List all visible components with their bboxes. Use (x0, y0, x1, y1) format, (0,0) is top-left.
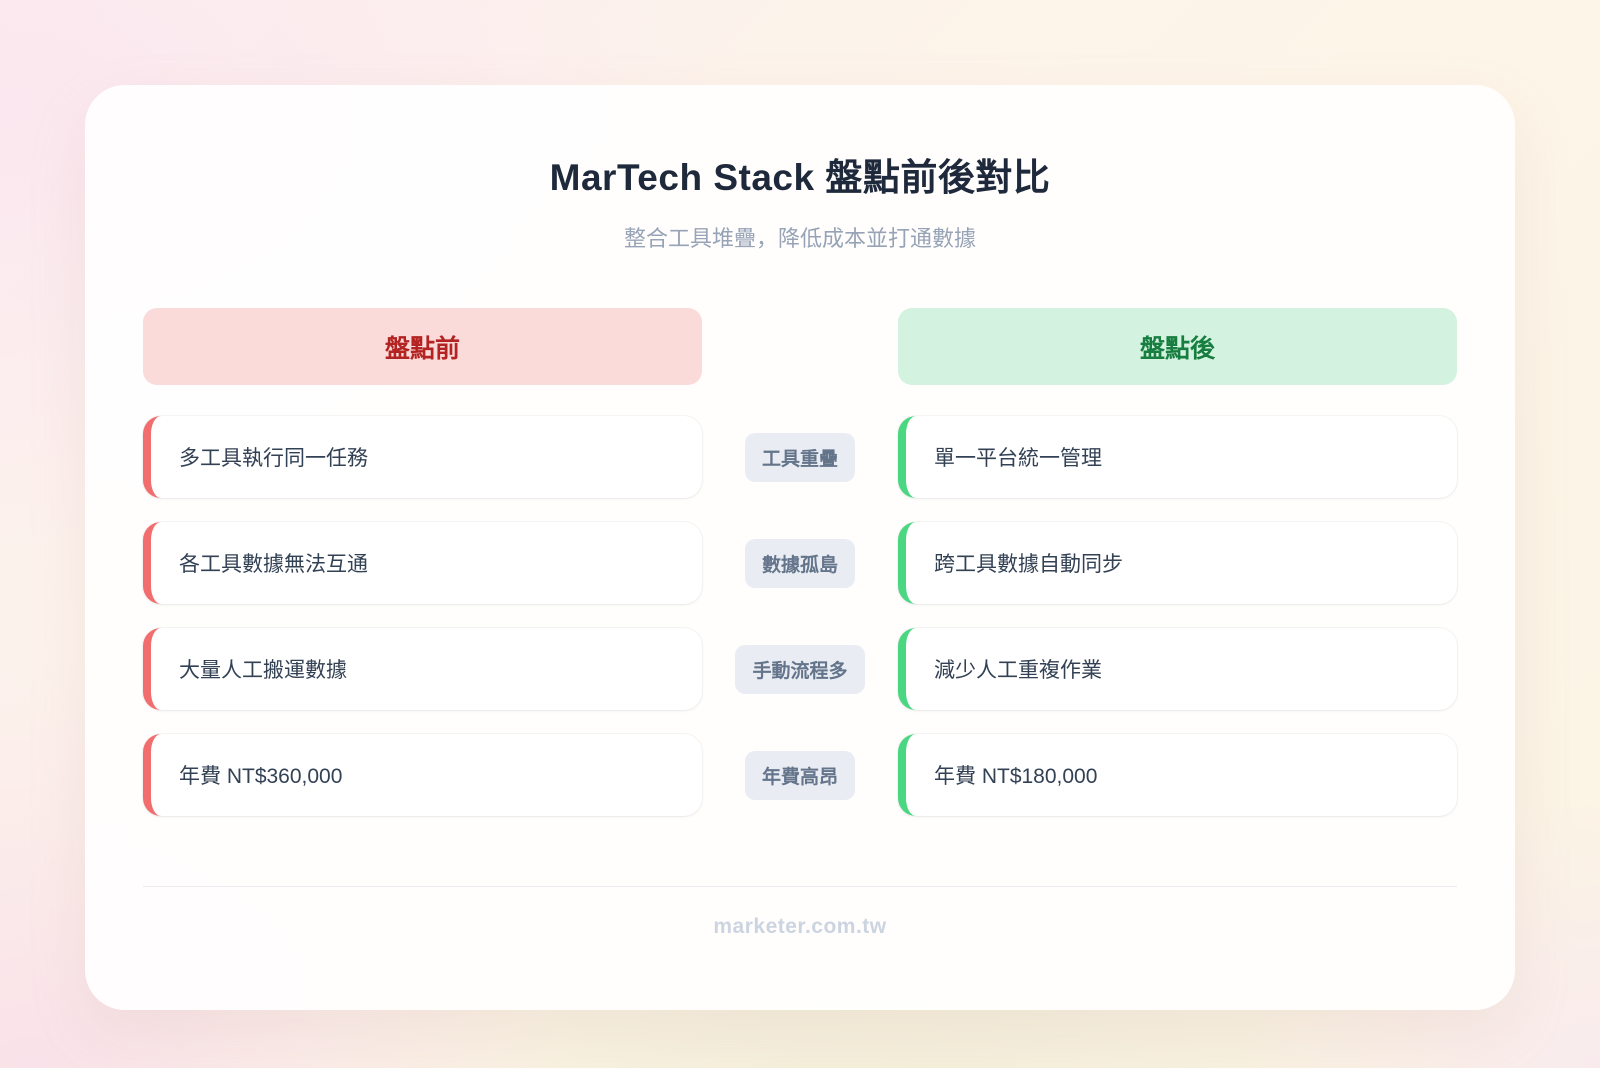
category-tag: 手動流程多 (735, 644, 865, 694)
after-item: 單一平台統一管理 (898, 416, 1457, 498)
before-item-label: 各工具數據無法互通 (179, 553, 368, 576)
after-item: 跨工具數據自動同步 (898, 522, 1457, 604)
after-item-label: 年費 NT$180,000 (934, 765, 1098, 788)
tag-cell: 手動流程多 (702, 628, 898, 710)
before-item: 大量人工搬運數據 (143, 628, 702, 710)
before-item-label: 大量人工搬運數據 (179, 659, 347, 682)
footer-site-label: marketer.com.tw (713, 915, 887, 938)
comparison-card: MarTech Stack 盤點前後對比 整合工具堆疊，降低成本並打通數據 盤點… (85, 85, 1515, 1010)
after-item: 減少人工重複作業 (898, 628, 1457, 710)
tag-cell: 數據孤島 (702, 522, 898, 604)
before-item-label: 多工具執行同一任務 (179, 447, 368, 470)
comparison-grid: 盤點前 盤點後 多工具執行同一任務 工具重疊 單一平台統一管理 各工具數據無法互… (143, 308, 1457, 816)
page-subtitle: 整合工具堆疊，降低成本並打通數據 (623, 226, 976, 251)
tag-cell: 年費高昂 (702, 734, 898, 816)
tag-cell: 工具重疊 (702, 416, 898, 498)
after-column-header: 盤點後 (898, 308, 1457, 385)
category-tag: 數據孤島 (744, 538, 855, 588)
after-item: 年費 NT$180,000 (898, 734, 1457, 816)
after-item-label: 單一平台統一管理 (934, 447, 1102, 470)
before-item: 多工具執行同一任務 (143, 416, 702, 498)
before-item: 各工具數據無法互通 (143, 522, 702, 604)
after-item-label: 跨工具數據自動同步 (934, 553, 1123, 576)
category-tag: 年費高昂 (744, 750, 855, 800)
before-item-label: 年費 NT$360,000 (179, 765, 343, 788)
footer-divider (143, 886, 1457, 887)
header-spacer (702, 308, 898, 392)
after-item-label: 減少人工重複作業 (934, 659, 1102, 682)
before-column-header: 盤點前 (143, 308, 702, 385)
page-title: MarTech Stack 盤點前後對比 (549, 157, 1051, 198)
category-tag: 工具重疊 (744, 432, 855, 482)
before-item: 年費 NT$360,000 (143, 734, 702, 816)
